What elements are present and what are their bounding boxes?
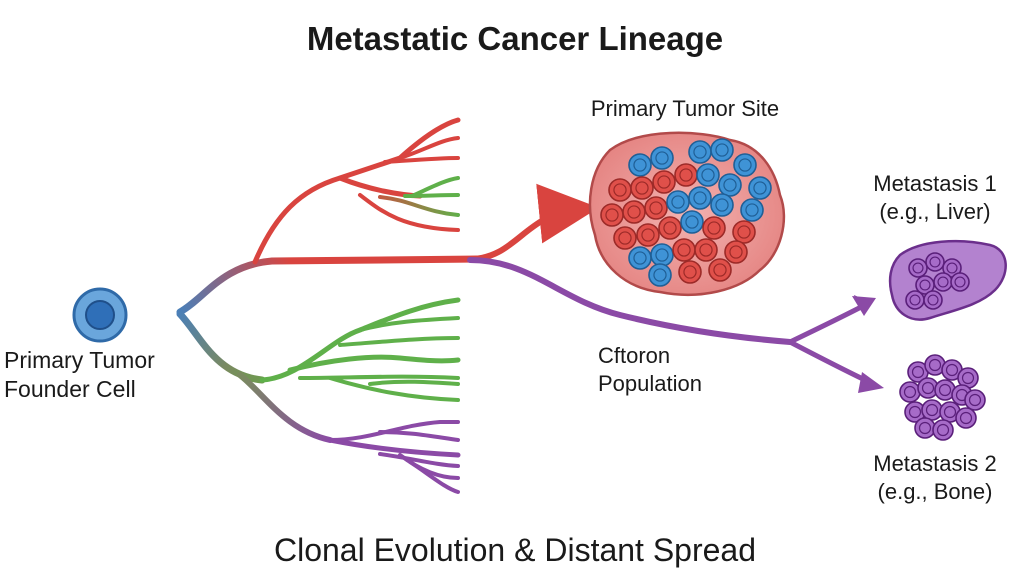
tumor-cell xyxy=(600,203,624,227)
founder-cell xyxy=(72,287,128,343)
green-clone-branches xyxy=(176,297,461,402)
metastasis-2-line2: (e.g., Bone) xyxy=(877,478,993,504)
red-clone-branches xyxy=(176,117,484,316)
tumor-cell xyxy=(666,190,690,214)
tumor-cell xyxy=(733,153,757,177)
tumor-cell xyxy=(636,223,660,247)
bone-met-cell xyxy=(921,399,943,421)
tumor-cell xyxy=(680,210,704,234)
population-line2: Population xyxy=(598,370,702,396)
metastasis-2-line1: Metastasis 2 xyxy=(873,451,997,476)
population-line1: Cftoron xyxy=(598,343,671,368)
primary-tumor-mass xyxy=(588,131,786,296)
metastasis-2-label: Metastasis 2 (e.g., Bone) xyxy=(840,450,1030,505)
tumor-cell xyxy=(718,173,742,197)
tumor-cell xyxy=(740,198,764,222)
bone-met-cell xyxy=(904,401,926,423)
bone-met-cell xyxy=(955,407,977,429)
liver-met-cell xyxy=(933,272,953,292)
tumor-cell xyxy=(724,240,748,264)
founder-cell-label: Primary Tumor Founder Cell xyxy=(4,346,194,404)
metastasis-1-label: Metastasis 1 (e.g., Liver) xyxy=(840,170,1030,225)
bone-met-cell xyxy=(914,417,936,439)
metastasis-liver xyxy=(888,239,1007,321)
liver-met-cell xyxy=(950,272,970,292)
tumor-cell xyxy=(688,140,712,164)
tumor-cell xyxy=(748,176,772,200)
bone-met-cell xyxy=(964,389,986,411)
liver-met-cell xyxy=(908,258,928,278)
tumor-cell xyxy=(694,238,718,262)
tumor-cell xyxy=(702,216,726,240)
purple-clone-branches xyxy=(237,372,461,494)
tumor-cell xyxy=(688,186,712,210)
arrow-to-primary-site xyxy=(467,183,599,262)
tumor-cell xyxy=(678,260,702,284)
bone-met-cell xyxy=(932,419,954,441)
tumor-cell xyxy=(613,226,637,250)
liver-met-cell xyxy=(925,252,945,272)
tumor-cell xyxy=(644,196,668,220)
metastasis-paths xyxy=(467,257,884,393)
tumor-cell xyxy=(672,238,696,262)
founder-label-line2: Founder Cell xyxy=(4,375,136,402)
bone-met-cell xyxy=(899,381,921,403)
tumor-cell xyxy=(628,153,652,177)
tumor-cell xyxy=(652,170,676,194)
metastasis-bone xyxy=(899,354,986,441)
diagram-title: Metastatic Cancer Lineage xyxy=(306,20,724,57)
liver-met-cell xyxy=(923,290,943,310)
founder-label-line1: Primary Tumor xyxy=(4,347,155,373)
metastasis-1-line1: Metastasis 1 xyxy=(873,171,997,196)
tumor-cell xyxy=(732,220,756,244)
liver-met-cell xyxy=(905,290,925,310)
tumor-cell xyxy=(658,216,682,240)
primary-site-label: Primary Tumor Site xyxy=(590,96,780,121)
tumor-cell xyxy=(650,146,674,170)
tumor-cell xyxy=(608,178,632,202)
tumor-cell xyxy=(630,176,654,200)
diagram-subtitle: Clonal Evolution & Distant Spread xyxy=(273,532,757,568)
metastasis-1-line2: (e.g., Liver) xyxy=(879,198,991,224)
tumor-cell xyxy=(674,163,698,187)
tumor-cell xyxy=(650,243,674,267)
tumor-cell xyxy=(622,200,646,224)
tumor-cell xyxy=(696,163,720,187)
tumor-cell xyxy=(628,246,652,270)
tumor-cell xyxy=(710,193,734,217)
liver-met-cell xyxy=(915,275,935,295)
bone-met-cell xyxy=(941,359,963,381)
tumor-cell xyxy=(708,258,732,282)
tumor-cell xyxy=(710,138,734,162)
tumor-cell xyxy=(648,263,672,287)
population-label: Cftoron Population xyxy=(598,342,778,397)
